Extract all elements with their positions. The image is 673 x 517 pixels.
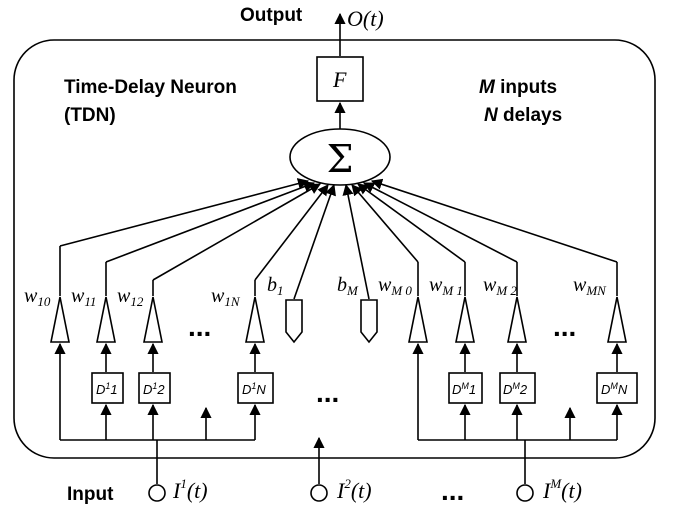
delay-boxes [91, 372, 638, 404]
bias-node-1 [285, 299, 303, 344]
input-node-2 [310, 484, 328, 502]
bias-node-m [360, 299, 378, 344]
weight-wmn: wMN [573, 274, 607, 298]
weight-w11: w11 [71, 285, 96, 309]
input-i1: I1(t) [172, 476, 208, 503]
delay-dm-2: DM2 [503, 381, 528, 397]
weights-ellipsis-left: ... [188, 311, 211, 342]
delay-d1-1: D11 [96, 381, 118, 397]
activation-label: F [332, 67, 347, 92]
weight-w12: w12 [117, 285, 144, 309]
input-bus-1 [60, 403, 261, 484]
output-function: O(t) [347, 6, 384, 31]
weights-ellipsis-right: ... [553, 311, 576, 342]
n-delays-label: N delays [484, 105, 562, 126]
weight-wm2: wM 2 [483, 274, 517, 298]
input-i2: I2(t) [336, 476, 372, 503]
weight-wm0: wM 0 [378, 274, 412, 298]
bias-bm: bM [337, 274, 359, 298]
bus-ellipsis: ... [316, 377, 339, 408]
bias-b1: b1 [267, 274, 284, 298]
title-line2: (TDN) [64, 105, 116, 126]
neuron-frame [13, 39, 656, 459]
output-label: Output [240, 5, 303, 26]
weight-triangles [50, 296, 627, 343]
summation-symbol: Σ [327, 137, 354, 181]
input-node-1 [148, 484, 166, 502]
weight-w1n: w1N [211, 285, 241, 309]
input-label: Input [67, 484, 114, 505]
activation-box [316, 56, 364, 102]
delay-to-weight-arrows [54, 342, 623, 440]
weighted-connections [59, 178, 618, 300]
inputs-ellipsis: ... [441, 475, 464, 506]
delay-d1-2: D12 [143, 381, 165, 397]
weight-w10: w10 [24, 285, 51, 309]
weight-wm1: wM 1 [429, 274, 463, 298]
summation-node [289, 128, 391, 186]
m-inputs-label: M inputs [479, 77, 557, 98]
input-im: IM(t) [542, 476, 582, 503]
delay-dm-1: DM1 [452, 381, 476, 397]
delay-dm-n: DMN [601, 381, 628, 397]
delay-d1-n: D1N [242, 381, 266, 397]
input-bus-m [418, 403, 623, 484]
title-line1: Time-Delay Neuron [64, 77, 237, 98]
input-node-m [516, 484, 534, 502]
